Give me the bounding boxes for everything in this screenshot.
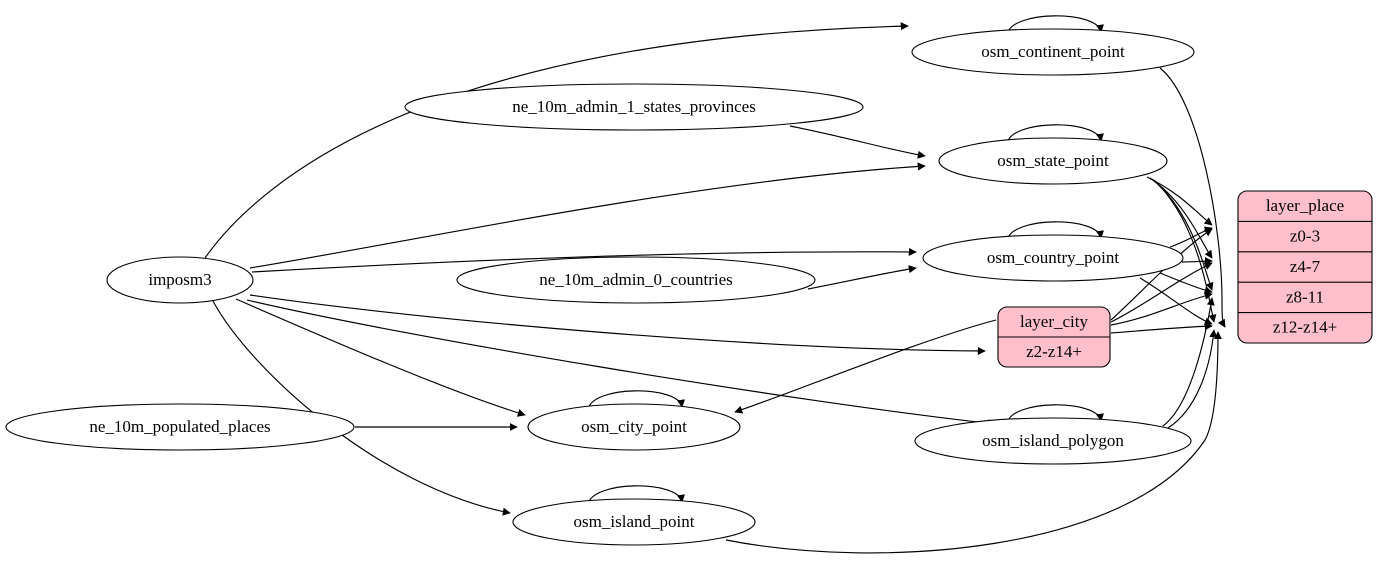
record-node-layer_place[interactable]: layer_place z0-3 z4-7 z8-11 z12-z14+: [1237, 190, 1373, 344]
node-label-osm_island_poly: osm_island_polygon: [982, 431, 1124, 450]
node-shape-osm_continent: [911, 28, 1195, 76]
record-row-layer_place_title[interactable]: layer_place: [1266, 196, 1344, 215]
node-osm_country[interactable]: osm_country_point: [922, 234, 1184, 282]
node-shape-osm_island_poly: [914, 417, 1192, 465]
edge-ne_states-to-osm_state: [789, 125, 926, 159]
record-row-layer_place_z0[interactable]: z0-3: [1290, 227, 1320, 246]
edge-imposm3-to-osm_city: [235, 298, 526, 417]
node-label-imposm3: imposm3: [148, 270, 211, 289]
node-shape-imposm3: [106, 256, 254, 304]
record-row-layer_place_z4[interactable]: z4-7: [1290, 257, 1321, 276]
edge-osm_state-to-layer_place_z12: [1153, 179, 1217, 323]
node-label-osm_island_pt: osm_island_point: [574, 512, 695, 531]
edge-layer_city-to-layer_place_z4: [1110, 262, 1213, 323]
edge-layer_city-to-osm_city: [734, 319, 997, 414]
edge-imposm3-to-osm_continent: [204, 22, 909, 259]
node-ne_populated[interactable]: ne_10m_populated_places: [5, 403, 355, 451]
node-imposm3[interactable]: imposm3: [106, 256, 254, 304]
node-label-osm_country: osm_country_point: [987, 248, 1119, 267]
node-label-osm_state: osm_state_point: [997, 151, 1109, 170]
node-shape-osm_country: [922, 234, 1184, 282]
node-shape-ne_states: [404, 83, 864, 131]
record-box-layer_place: [1237, 190, 1373, 344]
edge-osm_island_poly-to-layer_place_z8: [1162, 297, 1215, 427]
edge-osm_city-to-osm_city: [587, 390, 685, 411]
edge-imposm3-to-osm_state: [249, 162, 926, 269]
node-osm_state[interactable]: osm_state_point: [938, 137, 1168, 185]
edge-osm_state-to-osm_state: [1006, 124, 1104, 145]
edge-osm_island_pt-to-layer_place_z12: [725, 331, 1223, 554]
edge-osm_island_poly-to-osm_island_poly: [1006, 404, 1104, 425]
edge-layer_city-to-layer_place_z8: [1110, 291, 1213, 326]
edge-imposm3-to-osm_island_poly: [246, 299, 996, 428]
edge-osm_country-to-osm_country: [1006, 221, 1104, 242]
edges-layer: [204, 15, 1226, 554]
record-row-layer_place_z12[interactable]: z12-z14+: [1273, 318, 1337, 337]
node-shape-osm_city: [527, 403, 741, 451]
node-osm_island_pt[interactable]: osm_island_point: [512, 498, 756, 546]
edge-ne_countries-to-osm_country: [807, 265, 917, 290]
node-ne_countries[interactable]: ne_10m_admin_0_countries: [456, 256, 816, 304]
edge-osm_continent-to-layer_place_z12: [1159, 67, 1226, 328]
node-shape-ne_populated: [5, 403, 355, 451]
node-osm_city[interactable]: osm_city_point: [527, 403, 741, 451]
node-label-ne_countries: ne_10m_admin_0_countries: [539, 270, 733, 289]
edge-imposm3-to-osm_country: [251, 247, 917, 273]
record-row-layer_city_z2[interactable]: z2-z14+: [1026, 342, 1082, 361]
edge-osm_continent-to-osm_continent: [1006, 15, 1104, 36]
edge-osm_country-to-layer_place_z8: [1159, 272, 1213, 295]
record-node-layer_city[interactable]: layer_city z2-z14+: [997, 306, 1111, 368]
edge-osm_island_poly-to-layer_place_z12: [1167, 329, 1218, 429]
edge-osm_state-to-layer_place_z0: [1146, 176, 1213, 226]
node-osm_continent[interactable]: osm_continent_point: [911, 28, 1195, 76]
record-row-layer_place_z8[interactable]: z8-11: [1286, 287, 1324, 306]
edge-osm_country-to-layer_place_z12: [1139, 277, 1213, 326]
edge-layer_city-to-layer_place_z12: [1110, 322, 1213, 334]
edge-layer_city-to-layer_place_z0: [1110, 228, 1213, 321]
records-layer: layer_place z0-3 z4-7 z8-11 z12-z14+ layer_ci…: [997, 190, 1373, 368]
node-shape-osm_state: [938, 137, 1168, 185]
edge-osm_country-to-layer_place_z4: [1181, 256, 1213, 266]
node-osm_island_poly[interactable]: osm_island_polygon: [914, 417, 1192, 465]
nodes-layer: imposm3 ne_10m_admin_1_states_provincesne…: [5, 28, 1195, 546]
node-label-osm_city: osm_city_point: [581, 417, 687, 436]
edge-imposm3-to-layer_city: [249, 294, 986, 355]
node-shape-osm_island_pt: [512, 498, 756, 546]
node-label-ne_populated: ne_10m_populated_places: [89, 417, 270, 436]
node-ne_states[interactable]: ne_10m_admin_1_states_provinces: [404, 83, 864, 131]
node-label-ne_states: ne_10m_admin_1_states_provinces: [512, 97, 756, 116]
node-shape-ne_countries: [456, 256, 816, 304]
record-row-layer_city_title[interactable]: layer_city: [1020, 312, 1088, 331]
edge-osm_island_pt-to-osm_island_pt: [587, 485, 685, 506]
node-label-osm_continent: osm_continent_point: [981, 42, 1125, 61]
